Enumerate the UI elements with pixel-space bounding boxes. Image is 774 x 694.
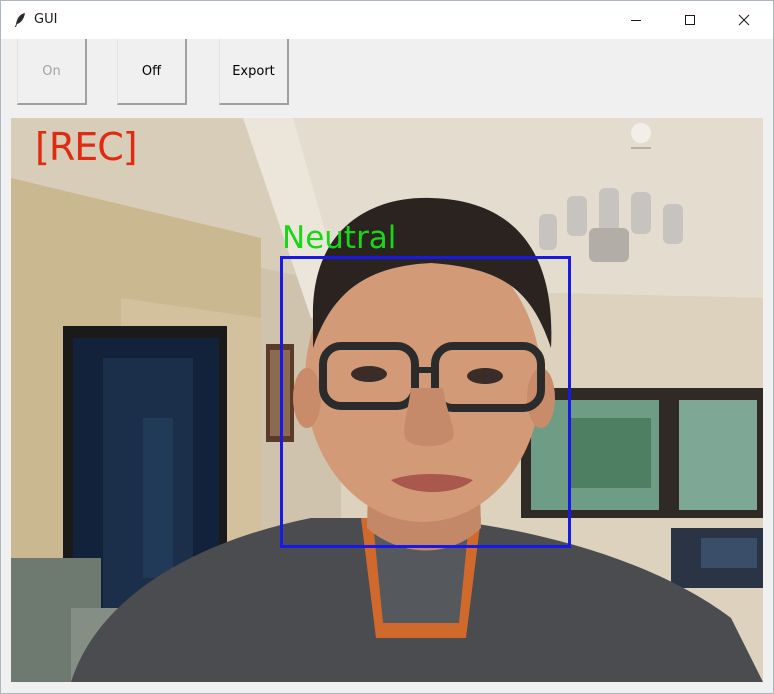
maximize-button[interactable] [663,1,717,39]
minimize-button[interactable] [609,1,663,39]
video-feed: [REC] Neutral [11,118,763,682]
title-bar[interactable]: GUI [1,1,773,39]
on-button[interactable]: On [17,39,87,105]
emotion-label: Neutral [282,220,397,256]
close-icon [738,11,750,30]
off-button[interactable]: Off [117,39,187,105]
face-detection-box [280,256,571,548]
close-button[interactable] [717,1,771,39]
recording-indicator: [REC] [35,125,138,169]
camera-scene [11,118,763,682]
maximize-icon [684,11,696,30]
minimize-icon [630,11,642,30]
feather-icon [13,12,27,28]
export-button[interactable]: Export [219,39,289,105]
window-title: GUI [34,12,58,27]
